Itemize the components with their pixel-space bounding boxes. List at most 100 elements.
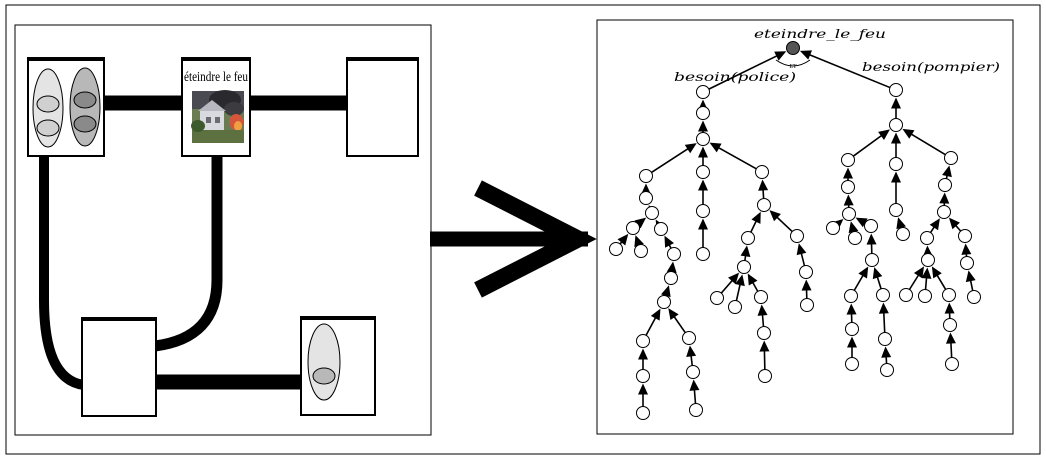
corridor-middle-vertical — [154, 155, 223, 352]
tree-edge-arrowhead — [961, 243, 972, 255]
subgoal-node — [842, 207, 856, 221]
tree-edge-arrowhead — [638, 348, 648, 360]
room-empty-top-right — [346, 57, 419, 157]
subgoal-node — [696, 165, 710, 179]
tree-edge-arrowhead — [617, 233, 629, 246]
subgoal-node — [938, 178, 952, 192]
subgoal-node — [880, 363, 894, 377]
tree-edge-arrowhead — [891, 171, 901, 183]
tree-edge-arrowhead — [769, 210, 781, 222]
subgoal-node — [682, 331, 696, 345]
subgoal-node — [634, 244, 648, 258]
tree-edge-arrowhead — [799, 50, 813, 60]
subgoal-node — [920, 231, 934, 245]
and-label: ET — [789, 64, 797, 70]
arrow-head — [474, 180, 597, 298]
tree-edge — [908, 272, 921, 290]
agent-token — [312, 367, 336, 385]
tree-edge-arrowhead — [759, 340, 770, 352]
tree-edge-arrowhead — [666, 261, 677, 273]
tree-edge-arrowhead — [858, 266, 869, 279]
root-goal-label: eteindre_le_feu — [754, 26, 886, 41]
tree-edge-arrowhead — [774, 51, 787, 61]
right-branch-label: besoin(pompier) — [862, 59, 1000, 74]
subgoal-node — [636, 334, 650, 348]
tree-edge-arrowhead — [942, 165, 952, 178]
tree-edge-arrowhead — [965, 270, 976, 283]
subgoal-node — [889, 203, 903, 217]
tree-edge-arrowhead — [728, 272, 740, 285]
tree-edge — [651, 146, 691, 174]
subgoal-node — [686, 365, 700, 379]
tree-edge — [882, 310, 886, 333]
tree-edge-arrowhead — [747, 273, 758, 286]
and-arc — [775, 59, 811, 67]
tree-edge-arrowhead — [758, 179, 769, 191]
tree-edge — [672, 314, 686, 334]
tree-edge-arrowhead — [902, 128, 915, 139]
subgoal-node — [799, 265, 813, 279]
room-box — [81, 317, 157, 417]
subgoal-node — [755, 165, 769, 179]
subgoal-node — [800, 298, 814, 312]
tree-edge-arrowhead — [668, 308, 679, 321]
environment-map-panel: éteindre le feu — [14, 24, 432, 436]
subgoal-node — [657, 295, 671, 309]
subgoal-node — [639, 169, 653, 183]
subgoal-node — [943, 318, 957, 332]
agent-token — [36, 119, 60, 137]
tree-edge-arrowhead — [944, 302, 955, 314]
tree-edge-arrowhead — [848, 221, 859, 234]
subgoal-node — [848, 231, 862, 245]
subgoal-node — [889, 157, 903, 171]
subgoal-node — [845, 357, 859, 371]
subgoal-node — [865, 253, 879, 267]
tree-edge — [935, 272, 947, 290]
tree-edge — [716, 145, 757, 170]
tree-edge-arrowhead — [751, 211, 761, 224]
subgoal-node — [967, 290, 981, 304]
subgoal-node — [899, 288, 913, 302]
tree-edge — [853, 272, 865, 291]
tree-edge-arrowhead — [664, 235, 674, 248]
subgoal-node — [841, 180, 855, 194]
tree-edge — [720, 278, 735, 294]
tree-edge-arrowhead — [878, 129, 890, 140]
tree-edge-arrowhead — [891, 132, 901, 144]
subgoal-node — [741, 231, 755, 245]
subgoal-node — [958, 229, 972, 243]
subgoal-node — [696, 132, 710, 146]
subgoal-node — [942, 288, 956, 302]
subgoal-node — [696, 247, 710, 261]
subgoal-node — [918, 289, 932, 303]
tree-edge-arrowhead — [872, 267, 883, 280]
subgoal-node — [754, 290, 768, 304]
subgoal-node — [944, 151, 958, 165]
subgoal-node — [737, 260, 751, 274]
tree-edge-arrowhead — [866, 233, 877, 245]
tree-edge-arrowhead — [847, 336, 857, 348]
subgoal-node — [609, 242, 623, 256]
subgoal-node — [889, 118, 903, 132]
tree-edge — [774, 215, 793, 233]
tree-edge-arrowhead — [709, 142, 722, 153]
tree-edge-arrowhead — [686, 345, 697, 357]
burning-house-image — [191, 90, 244, 143]
tree-edge-arrowhead — [913, 266, 925, 279]
subgoal-node — [664, 271, 678, 285]
room-fire: éteindre le feu — [181, 57, 251, 157]
tree-edge-arrowhead — [843, 167, 853, 179]
subgoal-node — [645, 206, 659, 220]
tree-edge-arrowhead — [698, 218, 708, 230]
tree-edge — [852, 133, 884, 157]
tree-edge-arrowhead — [661, 285, 671, 298]
subgoal-node — [889, 83, 903, 97]
subgoal-node — [689, 403, 703, 417]
left-branch-label: besoin(police) — [674, 69, 796, 84]
subgoal-node — [945, 357, 959, 371]
corridors — [39, 95, 348, 390]
tree-edge-arrowhead — [638, 383, 648, 395]
tree-edge-arrowhead — [843, 194, 854, 206]
tree-edge-arrowhead — [698, 120, 708, 132]
